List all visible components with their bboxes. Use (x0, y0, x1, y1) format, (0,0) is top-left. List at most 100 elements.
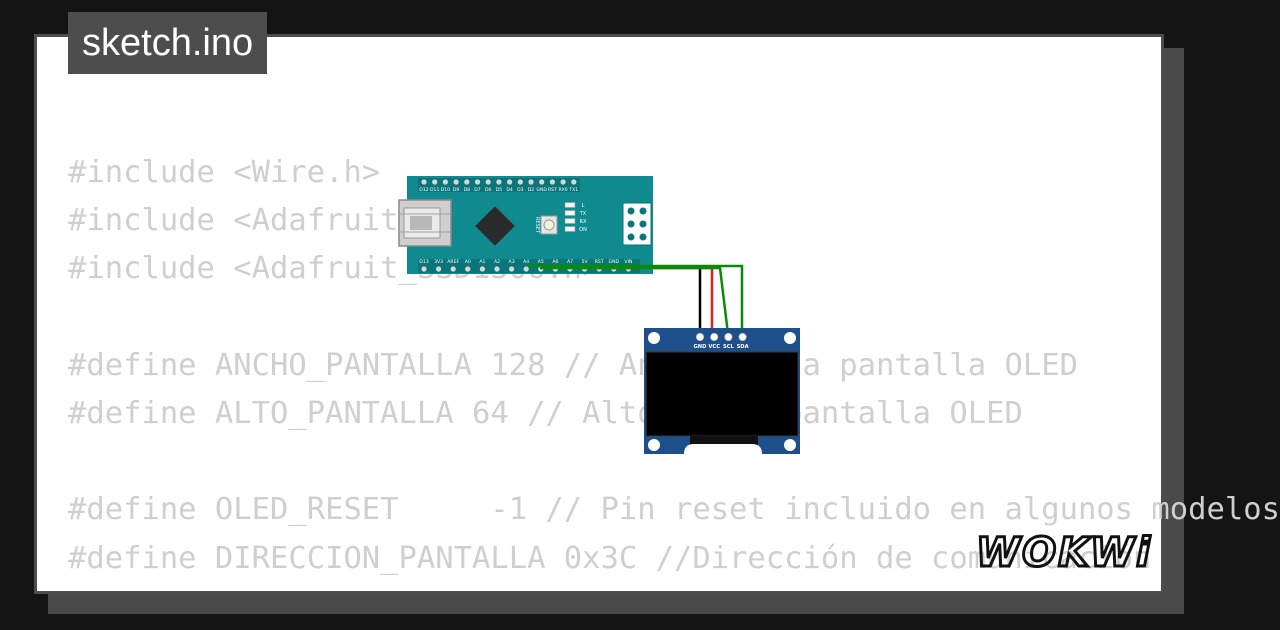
nano-pin-label: D3 (517, 187, 524, 193)
oled-pin[interactable] (696, 332, 705, 341)
mount-hole-bl (648, 439, 660, 451)
code-line: #define DIRECCION_PANTALLA 0x3C //Direcc… (68, 540, 1152, 576)
oled-pin-label: GND (694, 344, 708, 350)
mount-hole-br (784, 439, 796, 451)
reset-button[interactable] (540, 215, 558, 235)
led-label: ON (579, 227, 587, 233)
nano-pin[interactable] (494, 266, 500, 272)
nano-pin-label: A0 (465, 259, 471, 265)
nano-pin[interactable] (507, 179, 513, 185)
nano-pin-label: D11 (430, 187, 439, 193)
nano-pin[interactable] (549, 179, 556, 185)
preview-card: #include <Wire.h> #include <Adafruit_GFX.… (34, 34, 1280, 594)
wokwi-logo-text: WOKWi (976, 530, 1152, 576)
nano-pin-label: D5 (496, 187, 503, 193)
wires (528, 264, 744, 335)
nano-pin-label: 3V3 (434, 259, 443, 265)
nano-pin[interactable] (474, 179, 481, 185)
nano-pin-label: D9 (453, 187, 460, 193)
nano-pin[interactable] (465, 266, 471, 272)
nano-pin-label: RST (548, 187, 557, 193)
status-led (564, 202, 576, 208)
nano-pin-label: A1 (479, 259, 485, 265)
nano-pin-label: A5 (538, 259, 544, 265)
oled-pin[interactable] (724, 332, 733, 341)
nano-pin-label: GND (536, 187, 547, 193)
oled-mounting-notch (684, 444, 762, 454)
nano-pin[interactable] (421, 266, 427, 272)
nano-pin-label: A7 (567, 259, 573, 265)
status-led (564, 210, 576, 216)
wokwi-logo: WOKWi (975, 529, 1152, 578)
nano-pin-label: D4 (506, 187, 513, 193)
oled-screen (645, 351, 799, 437)
nano-pin[interactable] (421, 179, 427, 185)
nano-pin[interactable] (528, 179, 534, 185)
nano-pin[interactable] (453, 179, 459, 185)
nano-pin-label: D8 (464, 187, 471, 193)
nano-pin-label: D2 (528, 187, 535, 193)
nano-pin[interactable] (560, 179, 566, 185)
led-label: L (582, 203, 585, 209)
code-line: #include <Wire.h> (68, 155, 381, 190)
led-label: TX (579, 211, 587, 217)
oled-pin-label: SDA (737, 344, 749, 350)
nano-pin[interactable] (485, 179, 491, 185)
nano-pin[interactable] (517, 179, 523, 185)
mount-hole-tr (784, 332, 796, 344)
nano-pin-label: A4 (523, 259, 529, 265)
oled-pin-label: VCC (708, 344, 720, 350)
nano-pin[interactable] (496, 179, 502, 185)
led-label: RX (580, 219, 587, 225)
wire-sda[interactable] (528, 264, 744, 334)
nano-pin-label: D6 (485, 187, 492, 193)
code-line: #include <Adafruit_SSD1306.h> (68, 251, 601, 287)
nano-pin-label: D12 (419, 187, 428, 193)
nano-pin[interactable] (539, 179, 545, 185)
code-line: #define OLED_RESET -1 // Pin reset inclu… (68, 492, 1280, 528)
nano-pin-label: D10 (441, 187, 450, 193)
nano-pin[interactable] (523, 266, 529, 272)
nano-pin-label: D13 (419, 259, 428, 265)
nano-pin[interactable] (571, 179, 577, 185)
nano-pin-label: A6 (552, 259, 558, 265)
nano-pin[interactable] (442, 179, 448, 185)
oled-pin[interactable] (738, 332, 747, 341)
status-led (564, 226, 576, 232)
code-preview: #include <Wire.h> #include <Adafruit_GFX.… (68, 149, 1280, 583)
nano-pin-label: RX0 (558, 187, 567, 193)
oled-pin-label: SCL (723, 344, 735, 350)
nano-pin[interactable] (432, 179, 438, 185)
nano-pin[interactable] (479, 266, 485, 272)
nano-leds: L TX RX ON (564, 202, 587, 233)
usb-connector (398, 199, 452, 247)
icsp-header (622, 202, 652, 246)
nano-pin[interactable] (436, 266, 442, 272)
nano-pin-label: A3 (509, 259, 515, 265)
nano-pin-label: AREF (447, 259, 459, 265)
nano-pin-label: D7 (474, 187, 481, 193)
nano-pin[interactable] (509, 266, 515, 272)
mount-hole-tl (648, 332, 660, 344)
sketch-title: sketch.ino (68, 12, 268, 74)
wire-scl[interactable] (540, 266, 730, 335)
microcontroller-chip (475, 206, 515, 246)
code-line: #include <Adafruit_GFX.h> (68, 203, 528, 239)
code-line: #define ALTO_PANTALLA 64 // Alto de la p… (68, 395, 1023, 431)
icsp-pins (627, 207, 647, 241)
nano-pin-label: TX1 (568, 187, 578, 193)
nano-pin[interactable] (464, 179, 470, 185)
status-led (564, 218, 576, 224)
nano-pin-label: 5V (582, 259, 589, 265)
nano-pin[interactable] (450, 266, 456, 272)
nano-pin-label: VIN (624, 259, 632, 265)
nano-pin-label: RST (595, 259, 604, 265)
oled-pin[interactable] (710, 332, 719, 341)
nano-pin-label: A2 (494, 259, 500, 265)
nano-pin-label: GND (609, 259, 620, 265)
